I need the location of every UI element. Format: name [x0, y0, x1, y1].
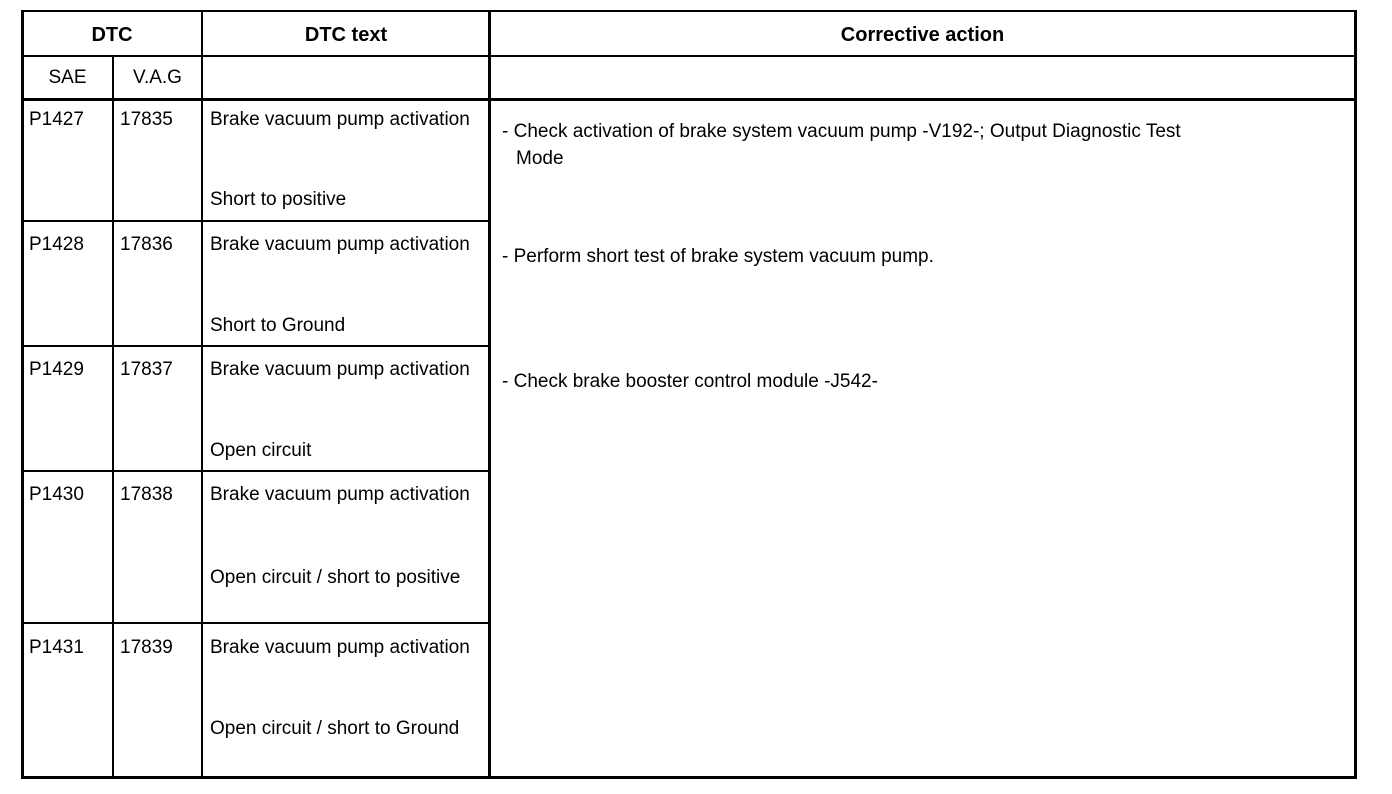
table-row-dtc-text: Brake vacuum pump activation: [210, 359, 470, 380]
table-row-fault-type: Open circuit / short to Ground: [210, 718, 460, 739]
table-border-bottom: [21, 776, 1357, 779]
table-row-fault-type: Open circuit / short to positive: [210, 567, 461, 588]
table-border-top: [21, 10, 1357, 12]
table-row-vag: 17838: [120, 484, 173, 505]
header-dtc-vag: V.A.G: [133, 67, 182, 88]
header-dtc-text: DTC text: [304, 24, 388, 46]
table-row-fault-type: Short to positive: [210, 189, 347, 210]
corrective-action-item: - Check activation of brake system vacuu…: [502, 121, 1181, 169]
table-row-vag: 17835: [120, 109, 173, 130]
table-row-dtc-text: Brake vacuum pump activation: [210, 234, 470, 255]
table-row-vag: 17837: [120, 359, 173, 380]
table-row-dtc-text: Brake vacuum pump activation: [210, 637, 470, 658]
table-row-sae: P1427: [29, 109, 84, 130]
table-row-sae: P1431: [29, 637, 84, 658]
rule-corrective-action-divider: [488, 10, 491, 779]
header-corrective-action: Corrective action: [840, 24, 1005, 46]
rule-row-1-bottom: [21, 220, 491, 222]
rule-row-4-bottom: [21, 622, 491, 624]
rule-dtc-text-divider: [201, 10, 203, 776]
table-row-dtc-text: Brake vacuum pump activation: [210, 109, 470, 130]
header-dtc-sae: SAE: [48, 67, 87, 88]
table-border-left: [21, 10, 24, 779]
rule-row-3-bottom: [21, 470, 491, 472]
table-row-dtc-text: Brake vacuum pump activation: [210, 484, 470, 505]
corrective-action-item: - Perform short test of brake system vac…: [502, 246, 934, 267]
table-row-fault-type: Open circuit: [210, 440, 312, 461]
table-row-sae: P1429: [29, 359, 84, 380]
corrective-action-item: - Check brake booster control module -J5…: [502, 371, 878, 392]
table-row-sae: P1428: [29, 234, 84, 255]
header-dtc: DTC: [91, 24, 133, 46]
table-border-right: [1354, 10, 1357, 779]
table-row-vag: 17836: [120, 234, 173, 255]
table-row-fault-type: Short to Ground: [210, 315, 346, 336]
rule-sae-vag-divider: [112, 55, 114, 776]
rule-row-2-bottom: [21, 345, 491, 347]
dtc-table: DTC DTC text Corrective action SAE V.A.G…: [21, 10, 1357, 779]
table-row-vag: 17839: [120, 637, 173, 658]
rule-header-sub-bottom: [21, 98, 1357, 101]
table-row-sae: P1430: [29, 484, 84, 505]
rule-header-main-bottom: [21, 55, 1357, 57]
